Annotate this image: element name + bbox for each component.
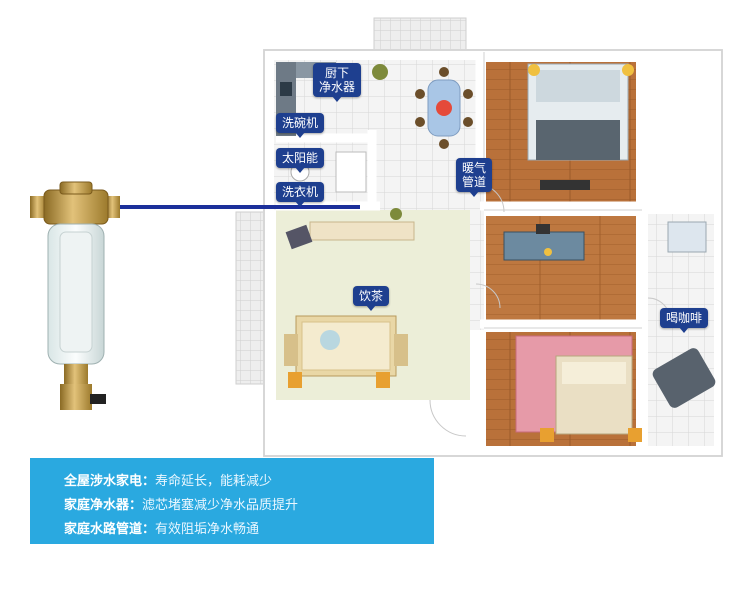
coffee-label: 喝咖啡 bbox=[660, 308, 709, 333]
washer-label: 洗衣机 bbox=[276, 182, 325, 207]
coffee-table bbox=[667, 221, 707, 253]
solar-label: 太阳能 bbox=[276, 148, 325, 173]
benefit-line-pipes: 家庭水路管道：有效阻垢净水畅通 bbox=[64, 522, 260, 537]
balcony-top bbox=[373, 17, 467, 55]
armchair bbox=[652, 348, 716, 408]
benefit-line-purifier: 家庭净水器：滤芯堵塞减少净水品质提升 bbox=[64, 498, 299, 513]
benefits-banner: 全屋涉水家电：寿命延长，能耗减少 家庭净水器：滤芯堵塞减少净水品质提升 家庭水路… bbox=[30, 458, 434, 544]
tea-label: 饮茶 bbox=[353, 286, 390, 311]
pre-filter-device bbox=[30, 181, 120, 410]
tv-cabinet bbox=[309, 221, 415, 241]
benefit-line-appliances: 全屋涉水家电：寿命延长，能耗减少 bbox=[64, 474, 273, 489]
dishwasher-label: 洗碗机 bbox=[276, 113, 325, 138]
study-desk bbox=[503, 231, 585, 261]
kitchen-purifier-label: 厨下 净水器 bbox=[313, 63, 362, 102]
heating-pipe-label: 暖气 管道 bbox=[456, 158, 493, 197]
